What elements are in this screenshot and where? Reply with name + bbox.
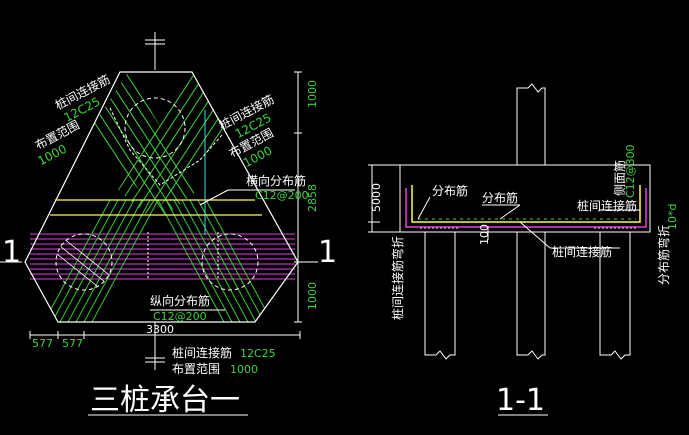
leader-lines (109, 107, 223, 186)
bottom-rebar-band (30, 233, 295, 280)
longitudinal-rebar: C12@200 (153, 310, 207, 323)
dim-a: 577 (32, 337, 53, 350)
label-conn-bottom: 桩间连接筋 (552, 244, 612, 259)
label-dist-bend-dim: 10*d (666, 204, 679, 230)
section-mark-right: 1 (318, 235, 337, 270)
dim-width: 3300 (146, 323, 174, 336)
label-conn: 桩间连接筋 (577, 198, 637, 213)
conn-rebar-yellow (411, 185, 641, 223)
column-outline (516, 83, 546, 165)
dim-b: 577 (62, 337, 83, 350)
left-pile (55, 233, 113, 291)
pile-cap-outline (24, 71, 299, 323)
section-title: 1-1 (496, 383, 545, 418)
lower-arm-hatch (43, 199, 273, 322)
bottom-label: 桩间连接筋 (172, 345, 232, 360)
label-side: 侧面筋 (612, 160, 627, 196)
label-conn-bend: 桩间连接筋弯折 (390, 236, 405, 320)
transverse-label: 横向分布筋 (246, 173, 306, 188)
transverse-rebar: C12@200 (255, 189, 309, 202)
right-pile (201, 233, 259, 291)
label-side-rebar: C12@300 (624, 144, 637, 198)
leader-transverse (199, 189, 229, 206)
dim-500: 500 (370, 191, 383, 212)
section-view (368, 83, 651, 416)
left-title: 三桩承台一 (90, 383, 240, 418)
dim-top: 1000 (306, 80, 319, 108)
label-fbj2: 分布筋 (482, 190, 518, 205)
right-arm-hatch (118, 72, 226, 218)
bottom-range: 1000 (230, 363, 258, 376)
piles (424, 232, 631, 360)
top-pile (124, 97, 186, 159)
label-dist-bend: 分布筋弯折 (656, 225, 671, 285)
cap-outline (399, 164, 651, 233)
section-mark-left: 1 (2, 235, 21, 270)
longitudinal-label: 纵向分布筋 (150, 293, 210, 308)
label-fbj1: 分布筋 (432, 183, 468, 198)
dim-100: 100 (478, 224, 491, 245)
dim-bottom: 1000 (306, 282, 319, 310)
dim-mid: 2858 (306, 184, 319, 212)
dim-0: 0 (370, 183, 383, 190)
bottom-rebar: 12C25 (240, 347, 276, 360)
bottom-range-label: 布置范围 (172, 362, 220, 376)
